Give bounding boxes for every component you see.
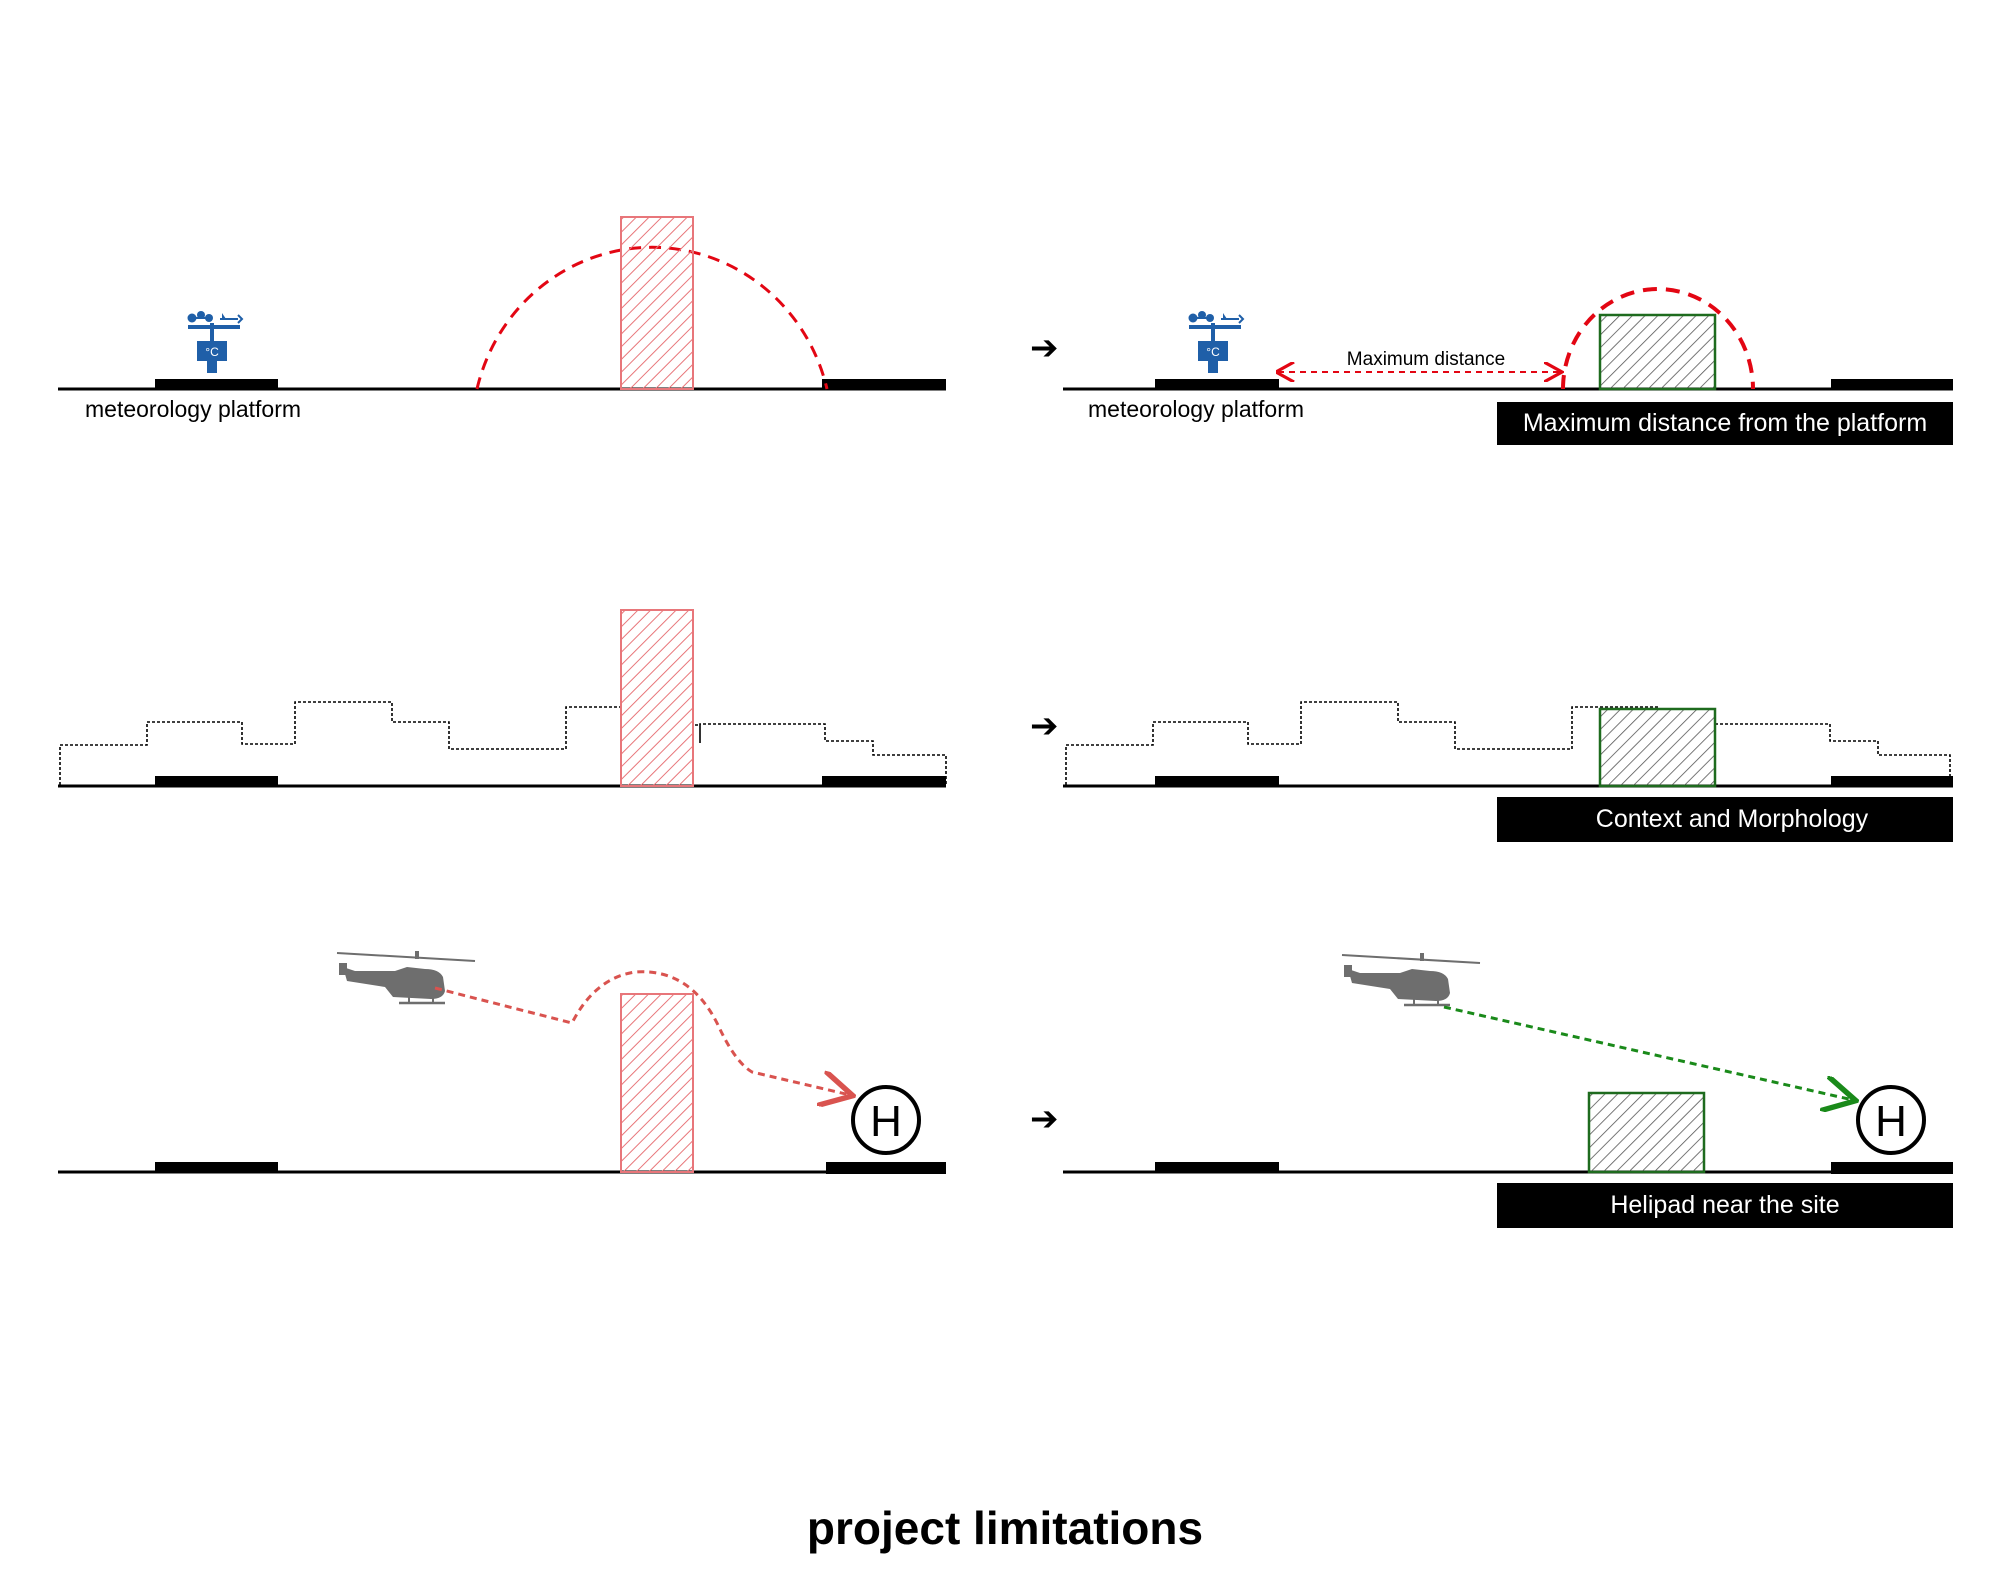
thermometer-unit: °C	[1206, 345, 1220, 359]
helicopter-icon	[335, 949, 477, 1005]
arrow-right-icon: ➔	[1030, 329, 1059, 367]
helipad-icon	[851, 1085, 921, 1155]
meteorology-platform-block	[155, 379, 278, 390]
meteorology-platform-label: meteorology platform	[85, 396, 301, 422]
meteorology-platform-label: meteorology platform	[1088, 396, 1304, 422]
platform-block-left	[155, 776, 278, 787]
maximum-distance-label: Maximum distance	[1347, 349, 1505, 370]
tall-building	[620, 609, 694, 787]
helipad-symbol: H	[1875, 1097, 1907, 1146]
meteorology-platform-block	[1155, 379, 1279, 390]
platform-block-right	[1831, 776, 1953, 787]
caption-helipad: Helipad near the site	[1610, 1191, 1839, 1219]
caption-maximum-distance: Maximum distance from the platform	[1523, 409, 1927, 437]
thermometer-unit: °C	[205, 345, 219, 359]
arrow-right-icon: ➔	[1030, 1100, 1059, 1138]
row3-right-section: H Helipad near the site	[1063, 951, 1953, 1228]
platform-block-right	[822, 776, 946, 787]
weather-station-icon	[1187, 310, 1244, 374]
platform-block-left	[1155, 776, 1279, 787]
reduced-building	[1587, 1091, 1706, 1174]
reduced-building	[1598, 707, 1717, 788]
row1-right-section: °C meteorology platform Maximum distance…	[1063, 287, 1953, 445]
limit-arc	[1561, 287, 1755, 390]
row1-left-section: °C meteorology platform	[58, 216, 946, 422]
context-skyline	[59, 701, 947, 785]
row2-left-section	[58, 609, 947, 788]
helipad-icon	[1856, 1085, 1926, 1155]
caption-box	[1497, 402, 1953, 445]
weather-station-icon	[186, 310, 243, 374]
reduced-building	[1598, 313, 1717, 391]
clear-flight-path	[1443, 1005, 1853, 1100]
row3-left-section: H	[58, 949, 946, 1174]
platform-block-right	[822, 379, 946, 390]
context-skyline	[1065, 701, 1951, 785]
helipad-platform	[826, 1162, 946, 1174]
platform-block-left	[1155, 1162, 1279, 1173]
platform-block-left	[155, 1162, 278, 1173]
arrow-right-icon: ➔	[1030, 707, 1059, 745]
caption-context-morphology: Context and Morphology	[1596, 805, 1869, 833]
blocked-flight-path	[434, 970, 850, 1095]
tall-building	[620, 993, 694, 1173]
caption-box	[1497, 797, 1953, 842]
helipad-platform	[1831, 1162, 1953, 1174]
platform-block-right	[1831, 379, 1953, 390]
caption-box	[1497, 1183, 1953, 1228]
helicopter-icon	[1340, 951, 1482, 1007]
helipad-symbol: H	[870, 1097, 902, 1146]
row2-right-section: Context and Morphology	[1063, 701, 1953, 842]
page-title: project limitations	[807, 1502, 1203, 1554]
tall-building	[620, 216, 694, 390]
